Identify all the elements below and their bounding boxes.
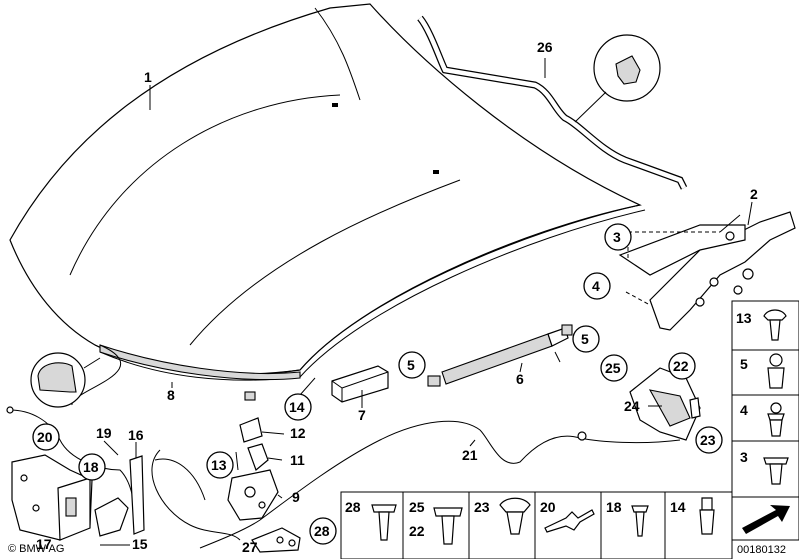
label-17: 17 (36, 536, 52, 552)
hood-hinge (618, 211, 796, 331)
latch-bracket (11, 454, 93, 541)
label-7: 7 (358, 407, 366, 423)
hood-panel (9, 3, 646, 381)
label-26: 26 (537, 39, 553, 55)
buffer-block (331, 365, 389, 403)
seal-detail-circle (30, 352, 101, 408)
label-20: 20 (37, 429, 53, 445)
label-16: 16 (128, 427, 144, 443)
label-8: 8 (167, 387, 175, 403)
label-1: 1 (144, 69, 152, 85)
label-9: 9 (292, 489, 300, 505)
label-13: 13 (211, 457, 227, 473)
bottom-label-14: 14 (670, 499, 686, 515)
label-25: 25 (605, 360, 621, 376)
sidebar-label-5: 5 (740, 356, 748, 372)
label-12: 12 (290, 425, 306, 441)
callout-circles (32, 223, 723, 545)
sidebar-label-4: 4 (740, 402, 748, 418)
label-23: 23 (700, 432, 716, 448)
label-19: 19 (96, 425, 112, 441)
bottom-label-23: 23 (474, 499, 490, 515)
sidebar-label-13: 13 (736, 310, 752, 326)
hood-latch (227, 417, 279, 521)
part-number-labels: 1 2 3 4 5 5 6 7 8 9 11 12 13 14 15 16 17… (36, 39, 758, 555)
label-2: 2 (750, 186, 758, 202)
label-28: 28 (314, 523, 330, 539)
sidebar-labels: 13 5 4 3 (736, 310, 752, 465)
label-11: 11 (290, 452, 305, 468)
direction-arrow-box (731, 496, 799, 541)
cable-end-fitting (251, 527, 301, 553)
label-18: 18 (83, 459, 99, 475)
label-5-right: 5 (581, 331, 589, 347)
label-27: 27 (242, 539, 258, 555)
hood-support-rod (417, 15, 688, 190)
hood-seal (99, 344, 301, 381)
label-21: 21 (462, 447, 478, 463)
label-22: 22 (673, 358, 689, 374)
bottom-fastener-row (340, 491, 733, 559)
label-4: 4 (592, 278, 600, 294)
bottom-label-20: 20 (540, 499, 556, 515)
release-cable (199, 420, 681, 549)
label-3: 3 (613, 229, 621, 245)
label-6: 6 (516, 371, 524, 387)
fastener-sidebar (731, 300, 799, 498)
bottom-label-22: 22 (409, 523, 425, 539)
leader-lines (103, 58, 753, 499)
label-14: 14 (289, 399, 305, 415)
bottom-label-25: 25 (409, 499, 425, 515)
release-lever (629, 367, 701, 441)
gas-strut (427, 324, 573, 387)
sidebar-label-3: 3 (740, 449, 748, 465)
label-5-left: 5 (407, 357, 415, 373)
label-15: 15 (132, 536, 148, 552)
bottom-label-28: 28 (345, 499, 361, 515)
bottom-row-labels: 28 25 22 23 20 18 14 (345, 499, 686, 539)
label-24: 24 (624, 398, 640, 414)
hook-cable-loop (151, 449, 241, 541)
bottom-label-18: 18 (606, 499, 622, 515)
copyright-text: © BMW AG (8, 543, 64, 555)
latch-handle (94, 455, 145, 546)
diagram-id: 00180132 (737, 544, 786, 556)
